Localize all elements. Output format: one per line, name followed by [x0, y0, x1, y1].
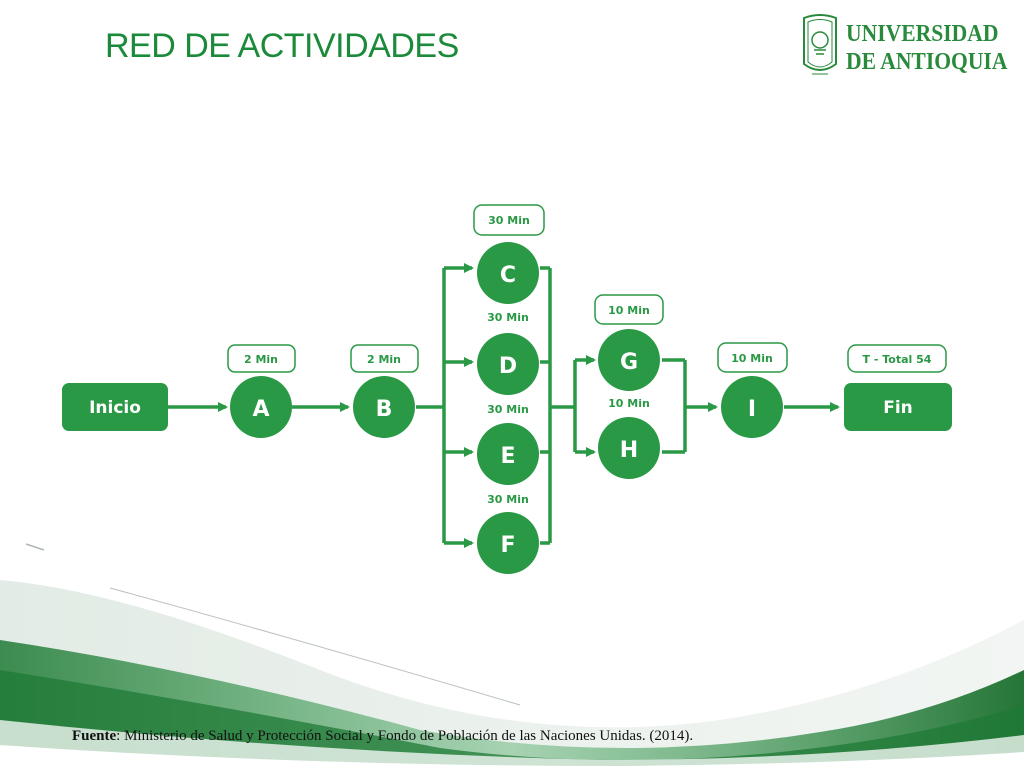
start-label: Inicio: [89, 398, 141, 418]
node-c: C: [477, 242, 539, 304]
duration-d-text: 30 Min: [487, 311, 529, 324]
end-label: Fin: [883, 398, 913, 418]
source-label: Fuente: [72, 728, 116, 744]
duration-g-text: 10 Min: [608, 304, 650, 317]
duration-c-text: 30 Min: [488, 214, 530, 227]
duration-a-text: 2 Min: [244, 353, 278, 366]
node-b: B: [353, 376, 415, 438]
node-c-label: C: [500, 263, 516, 288]
node-i: I: [721, 376, 783, 438]
source-footer: Fuente: Ministerio de Salud y Protección…: [72, 728, 693, 745]
node-a-label: A: [252, 397, 269, 422]
node-g-label: G: [620, 350, 638, 375]
duration-i-text: 10 Min: [731, 352, 773, 365]
duration-f-text: 30 Min: [487, 493, 529, 506]
start-box: Inicio: [62, 383, 168, 431]
node-b-label: B: [376, 397, 393, 422]
node-d-label: D: [499, 354, 517, 379]
node-e-label: E: [500, 444, 515, 469]
node-g: G: [598, 329, 660, 391]
node-d: D: [477, 333, 539, 395]
node-a: A: [230, 376, 292, 438]
duration-h-text: 10 Min: [608, 397, 650, 410]
node-i-label: I: [748, 397, 756, 422]
node-h-label: H: [620, 438, 638, 463]
node-e: E: [477, 423, 539, 485]
end-box: Fin: [844, 383, 952, 431]
node-h: H: [598, 417, 660, 479]
duration-b-text: 2 Min: [367, 353, 401, 366]
source-text: : Ministerio de Salud y Protección Socia…: [116, 728, 693, 744]
total-text: T - Total 54: [863, 353, 932, 366]
duration-e-text: 30 Min: [487, 403, 529, 416]
activity-network-diagram: Inicio Fin A B C D E F G H I: [0, 0, 1024, 600]
